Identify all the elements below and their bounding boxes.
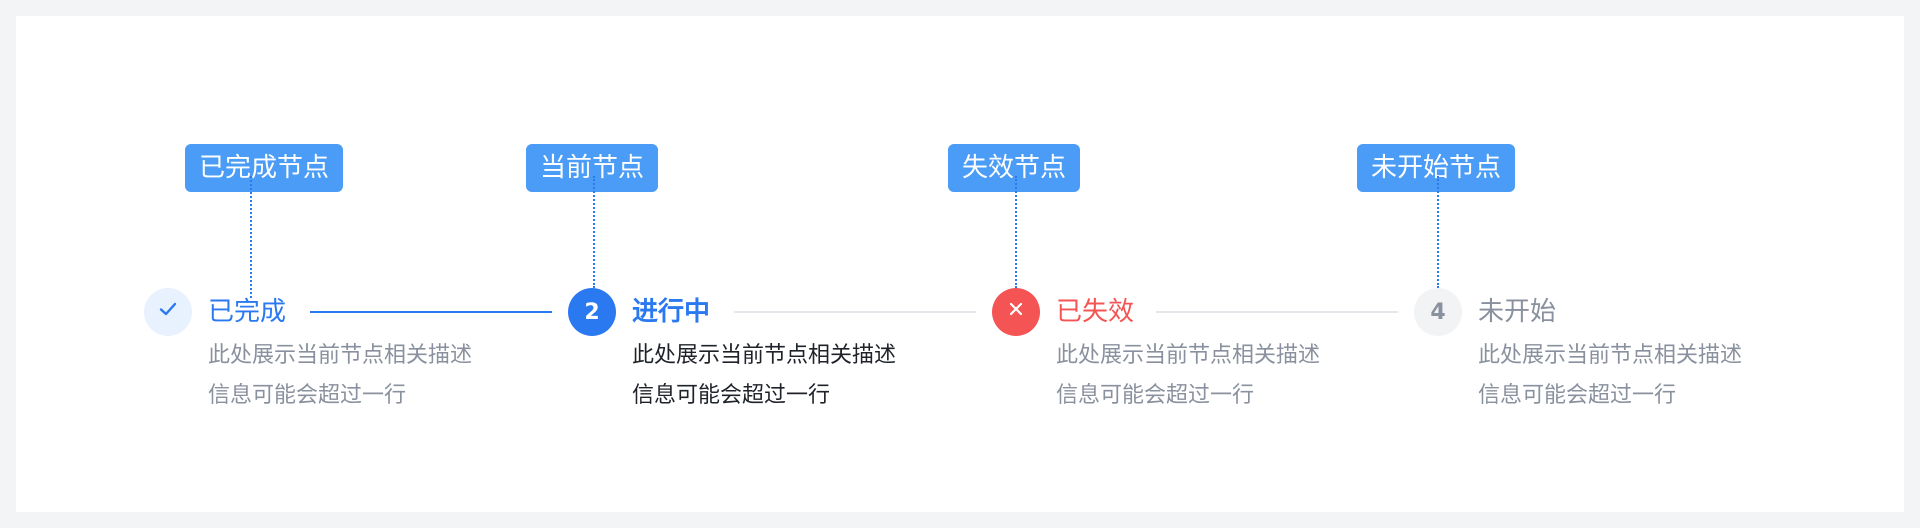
step-1-desc-line-1: 此处展示当前节点相关描述 bbox=[208, 343, 473, 368]
annotation-leader-line bbox=[1437, 176, 1439, 288]
step-2-desc-line-1: 此处展示当前节点相关描述 bbox=[632, 343, 897, 368]
step-connector-1 bbox=[310, 311, 552, 313]
step-4-desc-line-2: 信息可能会超过一行 bbox=[1478, 383, 1677, 408]
step-4-desc-line-1: 此处展示当前节点相关描述 bbox=[1478, 343, 1743, 368]
step-3-desc-line-1: 此处展示当前节点相关描述 bbox=[1056, 343, 1321, 368]
step-3-description: 此处展示当前节点相关描述 信息可能会超过一行 bbox=[1056, 336, 1320, 416]
steps-card: 已完成节点 当前节点 失效节点 未开始节点 已完成 此处展示当前节点相关描述 信… bbox=[16, 16, 1904, 512]
step-2-description: 此处展示当前节点相关描述 信息可能会超过一行 bbox=[632, 336, 896, 416]
step-1-description: 此处展示当前节点相关描述 信息可能会超过一行 bbox=[208, 336, 472, 416]
step-connector-2 bbox=[734, 311, 976, 313]
step-1-title: 已完成 bbox=[208, 297, 287, 327]
step-4-number-circle: 4 bbox=[1414, 288, 1462, 336]
close-icon bbox=[1006, 299, 1026, 325]
step-4-description: 此处展示当前节点相关描述 信息可能会超过一行 bbox=[1478, 336, 1742, 416]
step-2-desc-line-2: 信息可能会超过一行 bbox=[632, 383, 831, 408]
step-2-number: 2 bbox=[584, 299, 600, 325]
annotation-leader-line bbox=[593, 176, 595, 288]
annotation-completed-node: 已完成节点 bbox=[184, 144, 344, 192]
annotation-failed-node: 失效节点 bbox=[947, 144, 1081, 192]
step-3-status-circle bbox=[992, 288, 1040, 336]
step-2-title: 进行中 bbox=[632, 297, 711, 327]
step-2-number-circle: 2 bbox=[568, 288, 616, 336]
annotation-leader-line bbox=[250, 176, 252, 298]
step-1-status-circle bbox=[144, 288, 192, 336]
annotation-pending-node: 未开始节点 bbox=[1356, 144, 1516, 192]
step-connector-3 bbox=[1156, 311, 1398, 313]
step-1-desc-line-2: 信息可能会超过一行 bbox=[208, 383, 407, 408]
check-icon bbox=[157, 298, 179, 326]
step-3-title: 已失效 bbox=[1056, 297, 1135, 327]
annotation-current-node: 当前节点 bbox=[525, 144, 659, 192]
step-4-title: 未开始 bbox=[1478, 297, 1557, 327]
annotation-leader-line bbox=[1015, 176, 1017, 288]
step-4-number: 4 bbox=[1430, 299, 1446, 325]
step-3-desc-line-2: 信息可能会超过一行 bbox=[1056, 383, 1255, 408]
